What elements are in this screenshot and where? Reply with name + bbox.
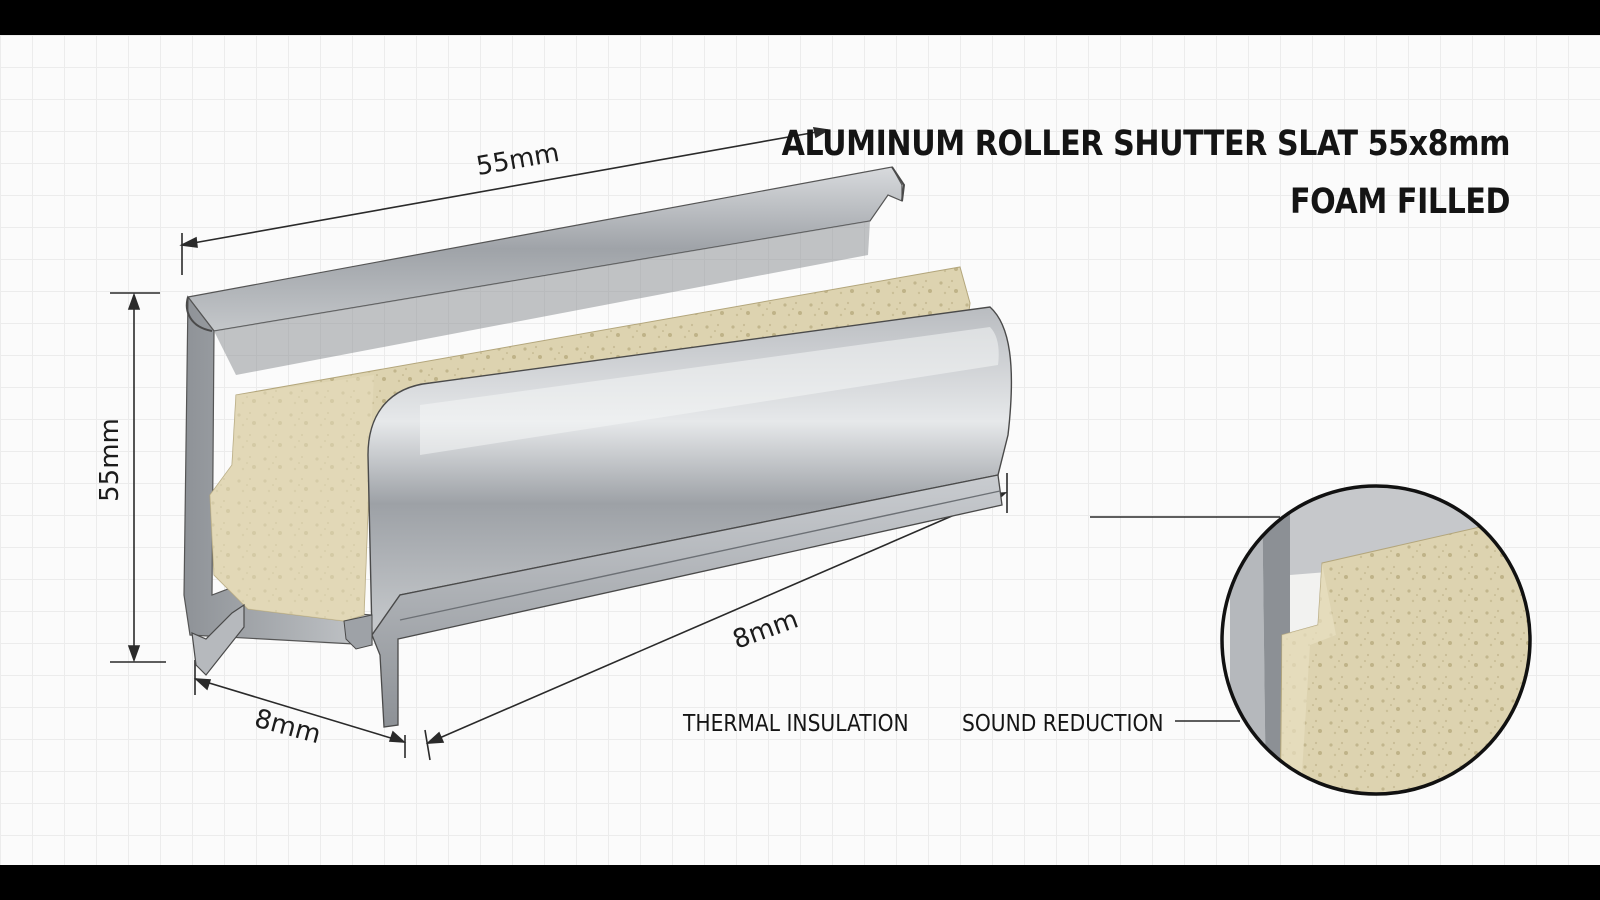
slat-illustration [110, 127, 1532, 796]
title-line-1: ALUMINUM ROLLER SHUTTER SLAT 55x8mm [781, 124, 1511, 164]
title-line-2: FOAM FILLED [1289, 182, 1510, 222]
slat-profile [183, 166, 1013, 728]
dimension-label-height: 55mm [94, 418, 125, 502]
diagram-canvas: ALUMINUM ROLLER SHUTTER SLAT 55x8mm FOAM… [0, 35, 1600, 865]
foam-detail-zoom [1220, 484, 1532, 796]
feature-sound-reduction: SOUND REDUCTION [962, 711, 1164, 737]
feature-thermal-insulation: THERMAL INSULATION [683, 711, 909, 737]
dimension-lines [110, 127, 1280, 761]
diagram-title: ALUMINUM ROLLER SHUTTER SLAT 55x8mm FOAM… [781, 115, 1511, 231]
